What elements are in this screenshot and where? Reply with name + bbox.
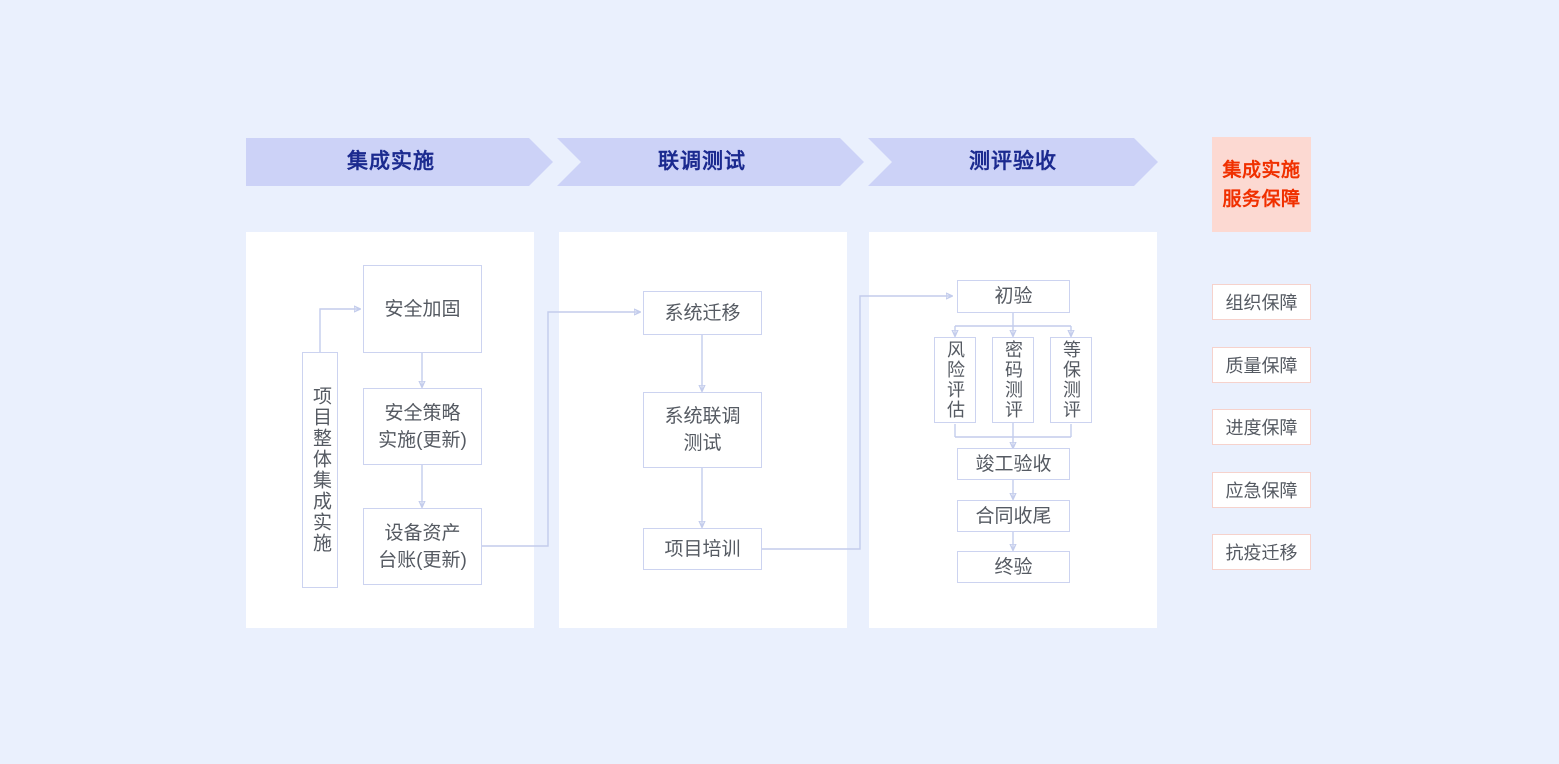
phase-label-3: 测评验收 bbox=[969, 150, 1057, 173]
rail-item-quality[interactable]: 质量保障 bbox=[1212, 347, 1311, 383]
node-overall-integration[interactable]: 项目整体集成实施 bbox=[302, 352, 338, 588]
phase-label-1: 集成实施 bbox=[347, 150, 435, 173]
phase-banner: 集成实施 联调测试 测评验收 bbox=[246, 138, 1158, 186]
node-contract-closeout[interactable]: 合同收尾 bbox=[957, 500, 1070, 532]
node-final-acceptance[interactable]: 终验 bbox=[957, 551, 1070, 583]
node-security-hardening[interactable]: 安全加固 bbox=[363, 265, 482, 353]
phase-chevron-2[interactable] bbox=[557, 138, 864, 186]
node-device-assets[interactable]: 设备资产 台账(更新) bbox=[363, 508, 482, 585]
node-system-migration[interactable]: 系统迁移 bbox=[643, 291, 762, 335]
node-preliminary-acceptance[interactable]: 初验 bbox=[957, 280, 1070, 313]
phase-label-2: 联调测试 bbox=[658, 150, 746, 173]
node-security-policy[interactable]: 安全策略 实施(更新) bbox=[363, 388, 482, 465]
node-project-training[interactable]: 项目培训 bbox=[643, 528, 762, 570]
rail-item-epidemic-migration[interactable]: 抗疫迁移 bbox=[1212, 534, 1311, 570]
phase-chevron-1[interactable] bbox=[246, 138, 553, 186]
node-risk-assessment[interactable]: 风险评估 bbox=[934, 337, 976, 423]
node-system-joint-test[interactable]: 系统联调 测试 bbox=[643, 392, 762, 468]
rail-item-organization[interactable]: 组织保障 bbox=[1212, 284, 1311, 320]
node-crypto-evaluation[interactable]: 密码测评 bbox=[992, 337, 1034, 423]
service-guarantee-badge: 集成实施 服务保障 bbox=[1212, 137, 1311, 232]
rail-item-emergency[interactable]: 应急保障 bbox=[1212, 472, 1311, 508]
node-grade-protection-evaluation[interactable]: 等保测评 bbox=[1050, 337, 1092, 423]
node-completion-acceptance[interactable]: 竣工验收 bbox=[957, 448, 1070, 480]
phase-banner-shape bbox=[246, 138, 1158, 186]
rail-item-progress[interactable]: 进度保障 bbox=[1212, 409, 1311, 445]
phase-chevron-3[interactable] bbox=[868, 138, 1158, 186]
